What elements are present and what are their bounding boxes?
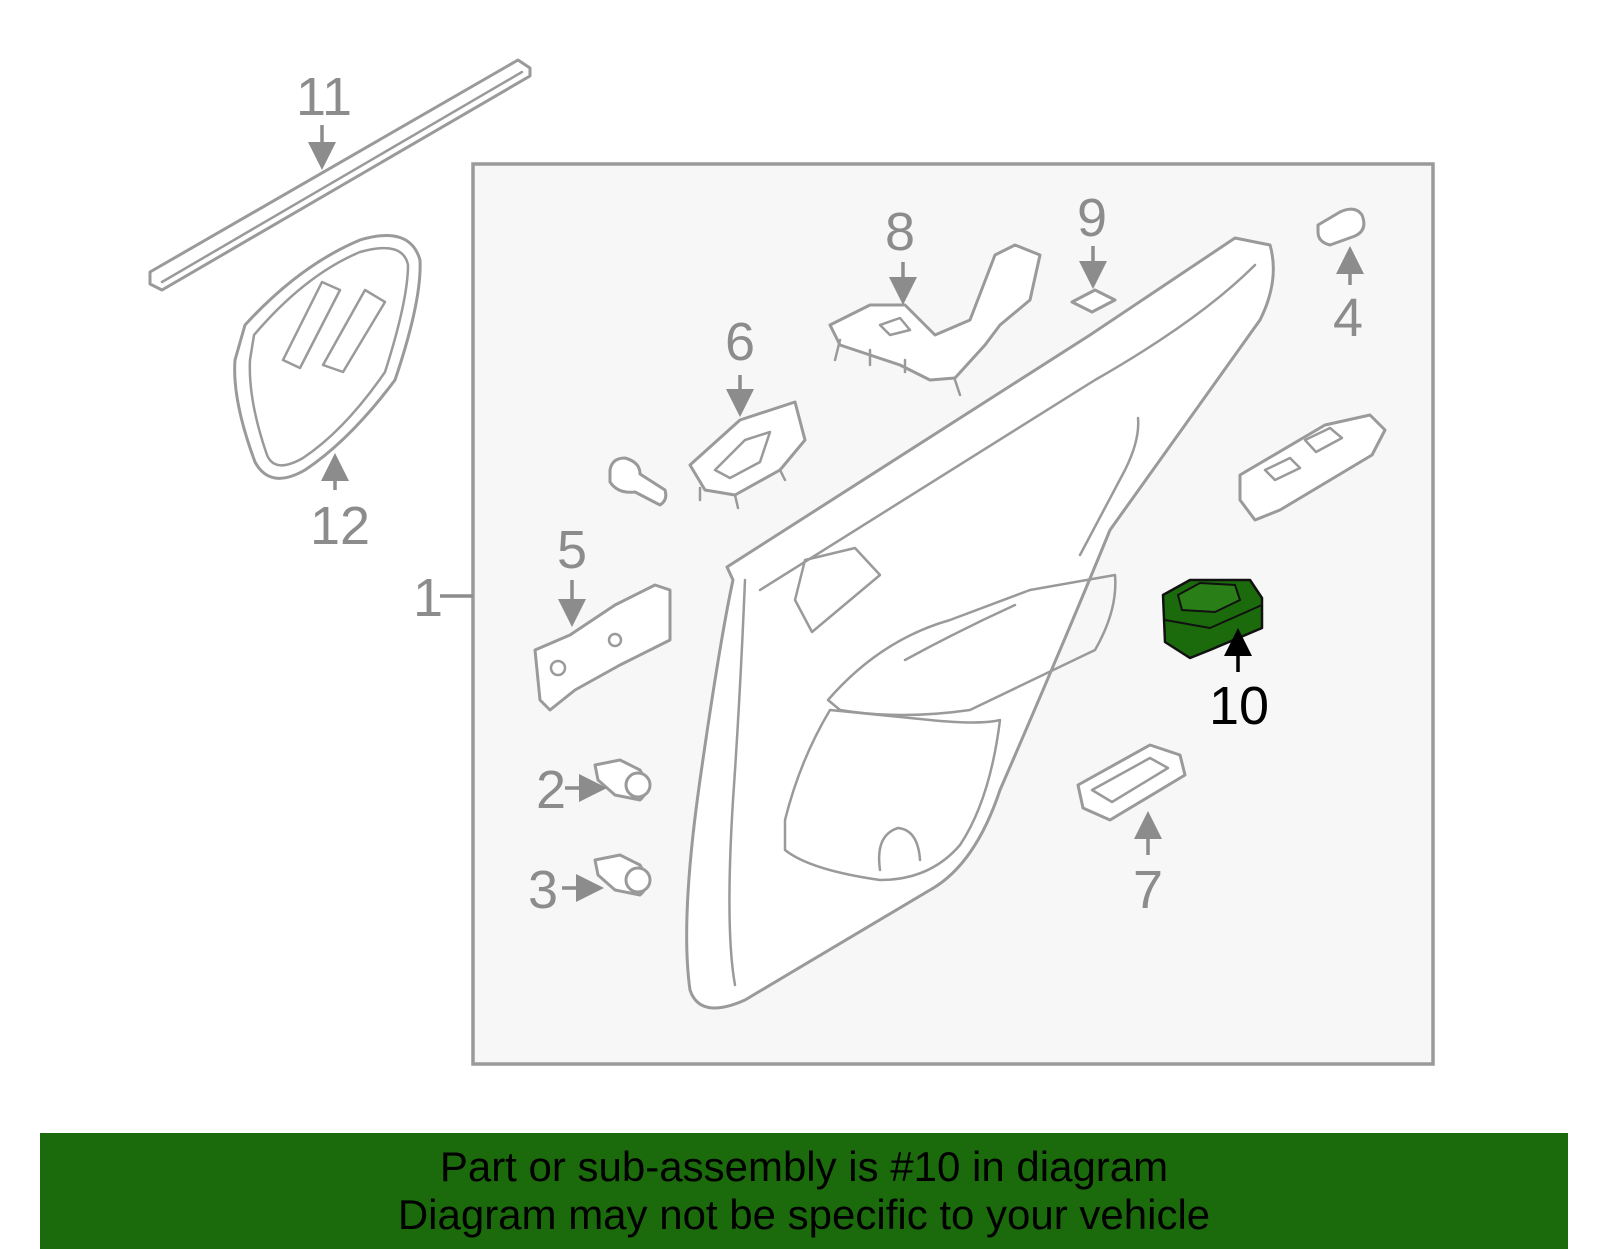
door-trim-panel [685,236,1275,1010]
callout-4: 4 [1333,288,1363,348]
info-banner: Part or sub-assembly is #10 in diagram D… [40,1133,1568,1249]
callout-1: 1 [413,568,443,628]
callout-12: 12 [310,496,370,556]
part-11-weatherstrip [148,58,532,292]
callout-8: 8 [885,202,915,262]
part-2-clip [593,758,652,802]
part-9-pad [1070,288,1117,314]
part-8-pull-handle [828,243,1042,397]
banner-line-1: Part or sub-assembly is #10 in diagram [439,1143,1169,1190]
callout-11: 11 [296,67,352,127]
part-6-inner-handle [688,400,807,510]
callout-6: 6 [725,312,755,372]
screw-near-6 [608,456,668,507]
callout-9: 9 [1077,188,1107,248]
part-3-clip [593,853,652,897]
callout-7: 7 [1133,860,1163,920]
banner-line-2: Diagram may not be specific to your vehi… [397,1191,1211,1238]
part-10-window-switch [1161,578,1264,660]
callout-2: 2 [536,760,566,820]
part-4-screw [1316,207,1366,247]
master-window-switch [1238,413,1387,522]
callout-3: 3 [528,860,558,920]
callout-labels: 11 12 1 8 9 4 6 5 2 3 7 10 [296,67,1363,920]
callout-5: 5 [557,520,587,580]
part-12-water-shield [233,234,422,480]
callout-arrows [308,125,1364,902]
callout-10: 10 [1209,676,1269,736]
part-7-switch-bezel [1076,743,1187,822]
part-5-bracket [533,583,672,712]
